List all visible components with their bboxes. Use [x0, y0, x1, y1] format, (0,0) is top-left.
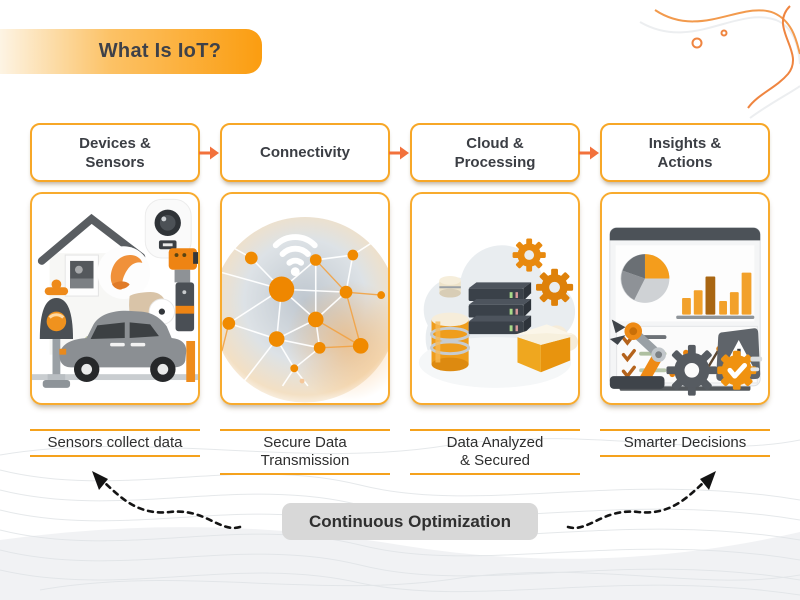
database-icon — [430, 312, 471, 372]
illustration-card-connectivity — [220, 192, 390, 405]
gear-icon — [536, 268, 574, 306]
network-mesh-illustration — [222, 216, 388, 403]
illustration-card-insights — [600, 192, 770, 405]
caption-insights: Smarter Decisions — [600, 429, 770, 457]
cloud-processing-illustration — [418, 238, 578, 388]
cycle-label: Continuous Optimization — [308, 511, 512, 531]
dashed-arrow-left-icon — [92, 471, 242, 530]
wifi-icon — [272, 234, 318, 277]
title-banner: What Is IoT? — [0, 29, 262, 74]
mesh-nodes — [222, 249, 386, 384]
analytics-dashboard-illustration — [609, 227, 763, 396]
gear-icon — [666, 344, 718, 396]
stage-label: Insights & Actions — [648, 134, 722, 171]
illustration-card-cloud — [410, 192, 580, 405]
stage-box-cloud: Cloud & Processing — [410, 123, 580, 182]
caption-text: Secure Data Transmission — [260, 434, 350, 469]
caption-devices: Sensors collect data — [30, 429, 200, 457]
caption-text: Smarter Decisions — [623, 434, 747, 451]
stage-box-insights: Insights & Actions — [600, 123, 770, 182]
stage-label: Connectivity — [259, 144, 350, 161]
smart-home-illustration — [32, 198, 198, 388]
flow-arrow-icon — [199, 146, 219, 160]
illustration-card-devices — [30, 192, 200, 405]
stage-box-connectivity: Connectivity — [220, 123, 390, 182]
pie-chart-icon — [620, 254, 670, 303]
stage-label: Cloud & Processing — [454, 134, 536, 171]
cycle-pill: Continuous Optimization — [282, 503, 538, 540]
security-camera-icon — [144, 198, 192, 259]
bar-chart-icon — [676, 272, 755, 320]
stage-box-devices: Devices & Sensors — [30, 123, 200, 182]
stage-label: Devices & Sensors — [79, 134, 151, 171]
flow-arrow-icon — [389, 146, 409, 160]
page-title: What Is IoT? — [98, 40, 222, 62]
dashed-arrow-right-icon — [566, 471, 716, 530]
storage-box-icon — [513, 324, 575, 373]
flow-arrow-icon — [579, 146, 599, 160]
car-icon — [59, 310, 196, 382]
caption-connectivity: Secure Data Transmission — [220, 429, 390, 475]
gear-icon — [512, 238, 546, 272]
server-stack-icon — [468, 282, 532, 335]
data-capsule-icon — [439, 276, 461, 298]
caption-text: Sensors collect data — [47, 434, 183, 451]
smart-tool-icon — [168, 248, 198, 332]
caption-text: Data Analyzed & Secured — [446, 434, 544, 469]
sensor-chip-icon — [97, 246, 151, 299]
robot-arm-icon — [609, 319, 666, 389]
verified-badge-icon — [717, 350, 757, 390]
parking-meter-icon — [39, 279, 74, 388]
caption-cloud: Data Analyzed & Secured — [410, 429, 580, 475]
